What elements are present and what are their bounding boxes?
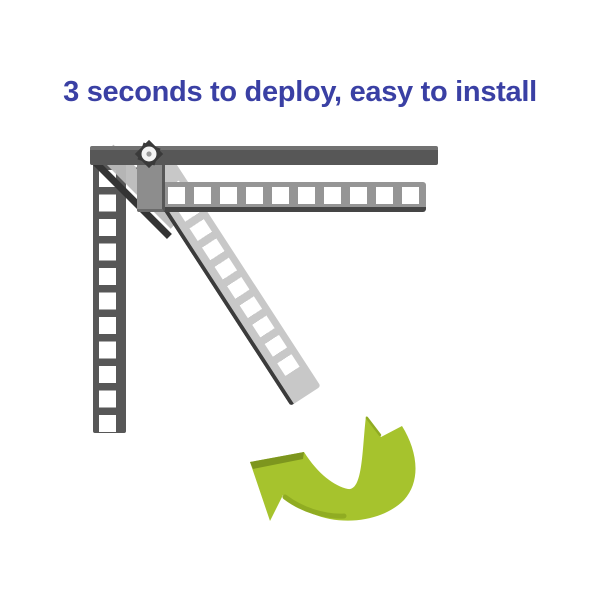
bracket-support-bar (160, 182, 426, 212)
hinge-plate (137, 161, 165, 212)
rotate-arrow-head-shade (250, 452, 304, 469)
rotate-arrow-notch-shadow (365, 416, 382, 437)
bracket-wall-rail (93, 146, 126, 433)
headline-text: 3 seconds to deploy, easy to install (63, 76, 537, 108)
rotate-arrow-body (250, 416, 416, 521)
support-bar-holes (168, 187, 420, 204)
bracket-top-rail (90, 146, 438, 165)
rotate-arrow-icon (250, 416, 416, 521)
rotate-arrow-inner-shadow (282, 494, 347, 519)
pivot-bolt-icon (134, 139, 164, 169)
wall-rail-holes (99, 170, 116, 432)
